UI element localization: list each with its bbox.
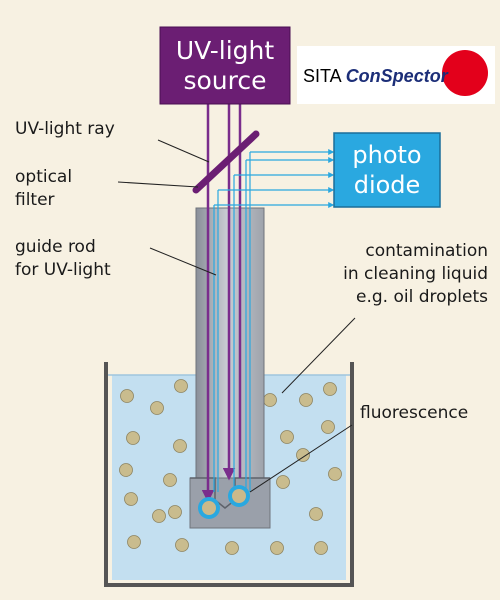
oil-droplet-4 bbox=[263, 393, 277, 407]
sita-conspector-logo: SITA ConSpector bbox=[297, 46, 495, 104]
guide-rod-line-2: for UV-light bbox=[15, 260, 111, 280]
leader-uv-ray bbox=[157, 139, 210, 163]
oil-droplet-1 bbox=[120, 389, 134, 403]
oil-droplet-10 bbox=[296, 448, 310, 462]
leader-contamination bbox=[281, 317, 356, 394]
oil-droplet-5 bbox=[323, 382, 337, 396]
oil-droplet-15 bbox=[124, 492, 138, 506]
fluorescence-rays bbox=[213, 149, 335, 492]
guide-rod-label: guide rod for UV-light bbox=[15, 236, 111, 282]
oil-droplet-17 bbox=[309, 507, 323, 521]
tank-outline bbox=[104, 362, 354, 587]
uv-source-line-2: source bbox=[183, 66, 267, 95]
oil-droplet-24 bbox=[299, 393, 313, 407]
oil-droplets bbox=[119, 379, 342, 555]
oil-droplet-20 bbox=[225, 541, 239, 555]
oil-droplet-18 bbox=[127, 535, 141, 549]
uv-rays bbox=[201, 104, 242, 503]
leader-optical-filter bbox=[117, 181, 199, 188]
contamination-label: contamination in cleaning liquid e.g. oi… bbox=[343, 240, 488, 309]
photo-diode-line-2: diode bbox=[353, 171, 421, 199]
oil-droplet-7 bbox=[173, 439, 187, 453]
photo-diode-line-1: photo bbox=[352, 141, 422, 169]
oil-droplet-6 bbox=[126, 431, 140, 445]
logo-red-circle bbox=[442, 50, 488, 96]
oil-droplet-2 bbox=[174, 379, 188, 393]
guide-rod-line-1: guide rod bbox=[15, 237, 96, 257]
leader-lines bbox=[117, 139, 356, 493]
logo-brand: ConSpector bbox=[345, 66, 448, 86]
oil-droplet-22 bbox=[314, 541, 328, 555]
logo-text: SITA ConSpector bbox=[303, 66, 448, 87]
optical-filter bbox=[192, 130, 260, 194]
uv-source-line-1: UV-light bbox=[175, 36, 275, 65]
fluorescence-label: fluorescence bbox=[360, 403, 469, 423]
fluorescence-spots bbox=[198, 485, 250, 519]
oil-droplet-21 bbox=[270, 541, 284, 555]
oil-droplet-19 bbox=[175, 538, 189, 552]
optical-filter-line-2: filter bbox=[15, 190, 55, 210]
photo-diode-label: photo diode bbox=[334, 140, 440, 200]
contamination-line-2: in cleaning liquid bbox=[343, 264, 488, 284]
oil-droplet-11 bbox=[119, 463, 133, 477]
oil-droplet-9 bbox=[321, 420, 335, 434]
uv-source-label: UV-light source bbox=[160, 36, 290, 96]
oil-droplet-8 bbox=[280, 430, 294, 444]
photo-diode-box bbox=[333, 132, 441, 208]
oil-droplet-3 bbox=[150, 401, 164, 415]
contamination-line-1: contamination bbox=[365, 241, 488, 261]
uv-ray-label: UV-light ray bbox=[15, 119, 115, 139]
oil-droplet-16 bbox=[152, 509, 166, 523]
optical-filter-label: optical filter bbox=[15, 166, 72, 212]
oil-droplet-23 bbox=[168, 505, 182, 519]
logo-prefix: SITA bbox=[303, 66, 346, 86]
leader-fluorescence bbox=[249, 424, 353, 493]
oil-droplet-14 bbox=[328, 467, 342, 481]
oil-droplet-13 bbox=[276, 475, 290, 489]
optical-filter-line-1: optical bbox=[15, 167, 73, 187]
leader-guide-rod bbox=[149, 247, 217, 276]
uv-source-box bbox=[159, 26, 291, 105]
contamination-line-3: e.g. oil droplets bbox=[355, 287, 488, 307]
oil-droplet-12 bbox=[163, 473, 177, 487]
